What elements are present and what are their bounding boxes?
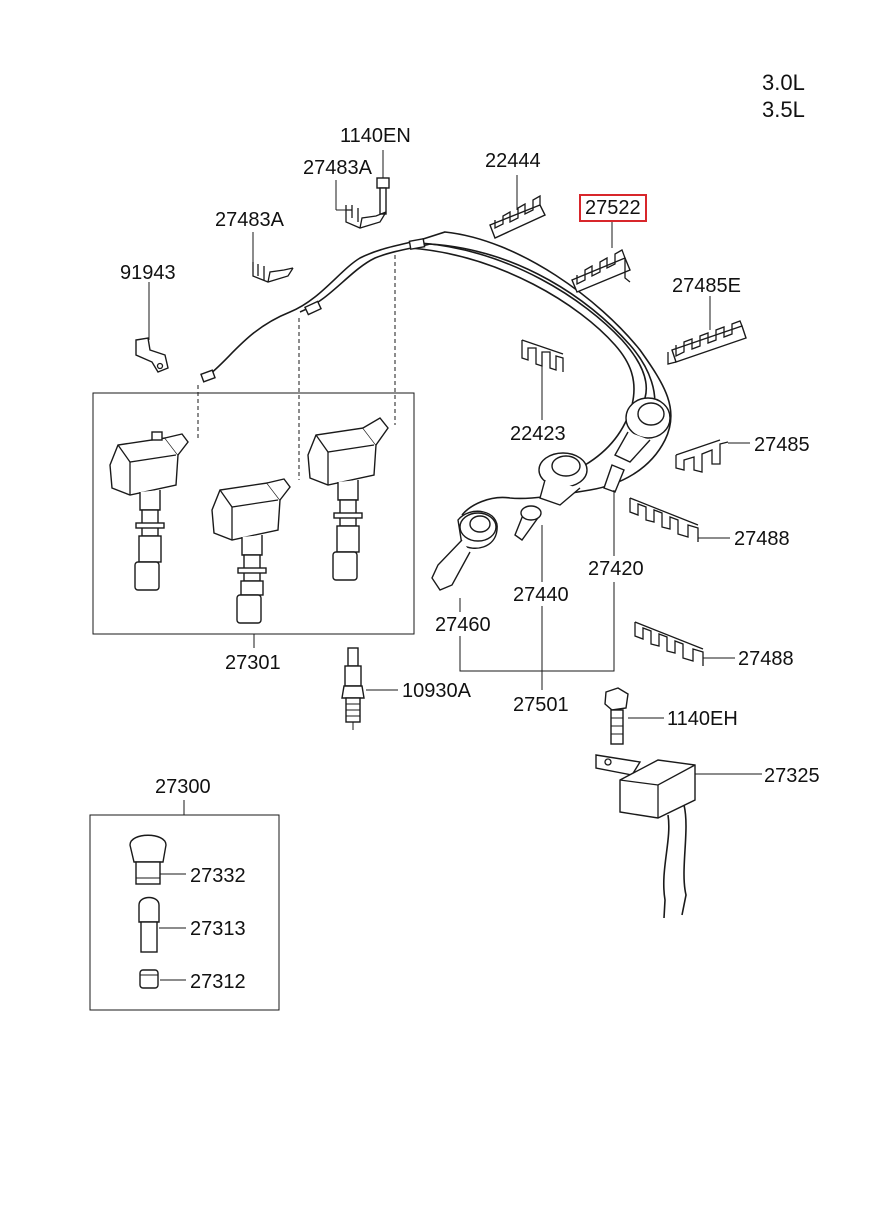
part-label-1140EN[interactable]: 1140EN <box>340 125 411 147</box>
part-label-27312[interactable]: 27312 <box>190 971 246 993</box>
holder-27485E <box>667 296 747 365</box>
part-label-22423[interactable]: 22423 <box>510 423 566 445</box>
bracket-91943 <box>135 282 169 373</box>
bolt-1140EH <box>604 687 664 745</box>
part-label-27301[interactable]: 27301 <box>225 652 281 674</box>
part-27312 <box>139 969 186 989</box>
sensor-27325 <box>595 754 762 919</box>
part-label-27300[interactable]: 27300 <box>155 776 211 798</box>
part-label-27501[interactable]: 27501 <box>513 694 569 716</box>
part-label-91943[interactable]: 91943 <box>120 262 176 284</box>
part-27332 <box>129 834 186 885</box>
part-label-10930A[interactable]: 10930A <box>402 680 471 702</box>
ignition-coil-2 <box>211 478 291 624</box>
plug-boot-right <box>603 397 671 493</box>
holder-22423 <box>521 339 564 420</box>
ignition-coil-1 <box>109 431 189 591</box>
part-label-27332[interactable]: 27332 <box>190 865 246 887</box>
holder-27488-b <box>634 621 735 666</box>
clamp-27483A-top <box>335 180 387 229</box>
part-label-27325[interactable]: 27325 <box>764 765 820 787</box>
part-label-27440[interactable]: 27440 <box>513 584 569 606</box>
part-label-1140EH[interactable]: 1140EH <box>667 708 738 730</box>
bolt-1140EN <box>376 150 390 215</box>
part-label-27485[interactable]: 27485 <box>754 434 810 456</box>
part-label-27483A-left[interactable]: 27483A <box>215 209 284 231</box>
part-label-27420[interactable]: 27420 <box>588 558 644 580</box>
engine-label-2: 3.5L <box>762 97 805 122</box>
plug-boot-27440 <box>514 505 542 541</box>
holder-27522 <box>571 220 631 293</box>
part-label-27313[interactable]: 27313 <box>190 918 246 940</box>
part-label-27460[interactable]: 27460 <box>435 614 491 636</box>
kit-box-27300 <box>89 814 280 1011</box>
part-27313 <box>138 896 186 953</box>
part-label-22444[interactable]: 22444 <box>485 150 541 172</box>
part-label-27488-b[interactable]: 27488 <box>738 648 794 670</box>
ignition-coil-3 <box>307 417 389 581</box>
holder-22444 <box>489 175 546 239</box>
holder-27488-a <box>629 497 730 542</box>
part-label-27522-highlighted[interactable]: 27522 <box>579 194 647 222</box>
spark-plug-10930A <box>341 647 398 730</box>
holder-27485 <box>675 439 750 473</box>
part-label-27483A-top[interactable]: 27483A <box>303 157 372 179</box>
engine-label-1: 3.0L <box>762 70 805 95</box>
plug-boot-center <box>538 452 588 506</box>
part-label-27488-a[interactable]: 27488 <box>734 528 790 550</box>
part-label-27485E[interactable]: 27485E <box>672 275 741 297</box>
plug-boot-27460 <box>431 510 498 591</box>
clamp-27483A-left <box>252 232 294 283</box>
